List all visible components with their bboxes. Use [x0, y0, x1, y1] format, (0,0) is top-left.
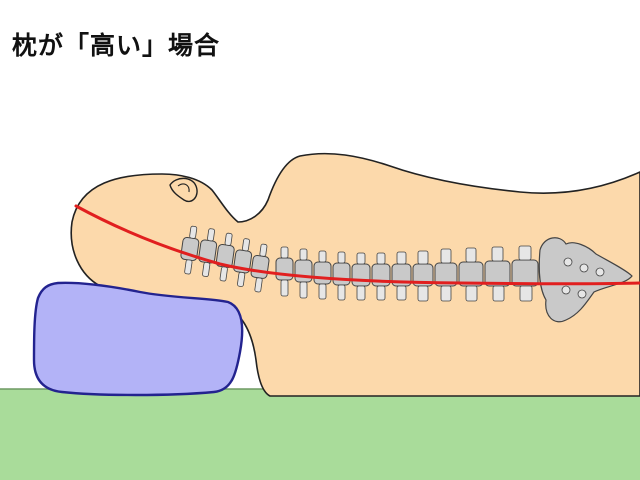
spine-icon: [180, 225, 633, 323]
pillow-icon: [32, 281, 244, 397]
page-title: 枕が「高い」場合: [12, 31, 221, 60]
spine-curve-line: [74, 204, 640, 286]
ear-icon: [169, 177, 198, 203]
mattress-floor: [0, 389, 640, 480]
